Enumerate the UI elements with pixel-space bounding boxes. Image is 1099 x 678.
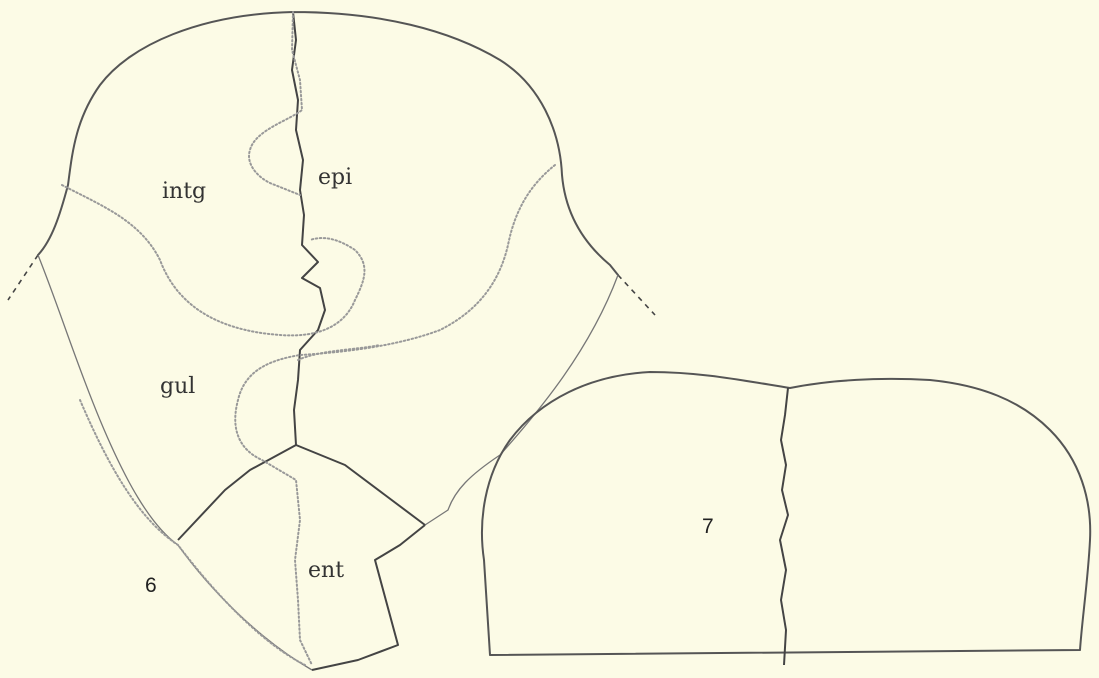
- right-margin-line: [425, 275, 618, 525]
- ventral-dotted-boundary: [298, 345, 380, 360]
- label-ent: ent: [308, 558, 344, 583]
- intergular-scute-boundary: [249, 12, 302, 195]
- left-margin-line: [38, 255, 312, 670]
- figure-number-7: 7: [702, 515, 714, 538]
- figure-number-6: 6: [145, 574, 157, 597]
- label-intg: intg: [162, 179, 206, 204]
- figure-7-outline: [482, 372, 1090, 655]
- entoplastron-suture: [178, 445, 425, 670]
- label-epi: epi: [318, 165, 352, 190]
- outline-extension-right: [618, 275, 655, 315]
- outline-extension-left: [8, 255, 38, 300]
- figure-7-plate: [482, 372, 1090, 665]
- gular-humeral-boundary-left: [62, 185, 364, 335]
- midline-suture: [292, 12, 325, 445]
- gular-humeral-boundary-right: [235, 165, 555, 665]
- outer-shell-outline: [38, 12, 618, 275]
- figure-7-midline-suture: [780, 388, 788, 665]
- left-margin-dotted: [80, 400, 305, 665]
- label-gul: gul: [160, 374, 195, 399]
